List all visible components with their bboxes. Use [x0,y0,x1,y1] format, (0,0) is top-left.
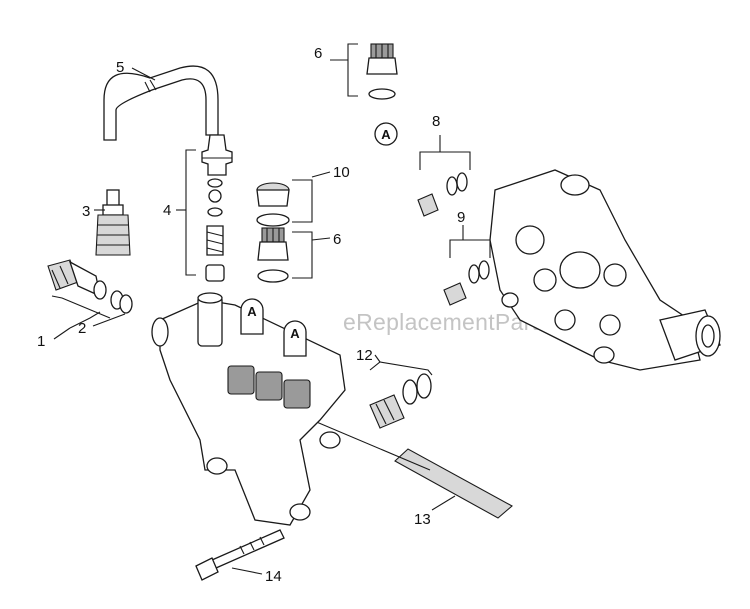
part-8-valve [417,172,468,217]
callout-3: 3 [82,203,90,220]
badge-a-left: A [240,298,264,335]
callout-14: 14 [265,568,282,585]
callout-10: 10 [333,164,350,181]
part-4-check-valve-stack [201,134,233,282]
part-3-fitting [95,189,131,256]
part-10-plug [256,182,290,227]
part-14-bolt [195,529,285,581]
callout-8: 8 [432,113,440,130]
part-1-inlet-fitting [47,259,107,300]
pump-manifold-right [489,169,721,371]
badge-a-right-label: A [290,326,300,341]
part-5-hose [103,65,219,141]
callout-1: 1 [37,333,45,350]
badge-a-left-label: A [247,304,257,319]
part-9-valve [443,260,490,306]
part-6-valve-top [366,43,398,100]
part-6-valve-middle [257,227,289,283]
callout-9: 9 [457,209,465,226]
callout-2: 2 [78,320,86,337]
callout-leaders [51,43,491,575]
callout-13: 13 [414,511,431,528]
badge-a-right: A [283,320,307,357]
callout-4: 4 [163,202,171,219]
badge-a-top: A [374,122,398,146]
badge-a-top-label: A [381,127,391,142]
part-2-o-rings [110,290,133,314]
callout-6-top: 6 [314,45,322,62]
callout-12: 12 [356,347,373,364]
callout-6-middle: 6 [333,231,341,248]
part-13-strip [299,414,513,519]
part-12-valve [369,373,432,429]
callout-5: 5 [116,59,124,76]
